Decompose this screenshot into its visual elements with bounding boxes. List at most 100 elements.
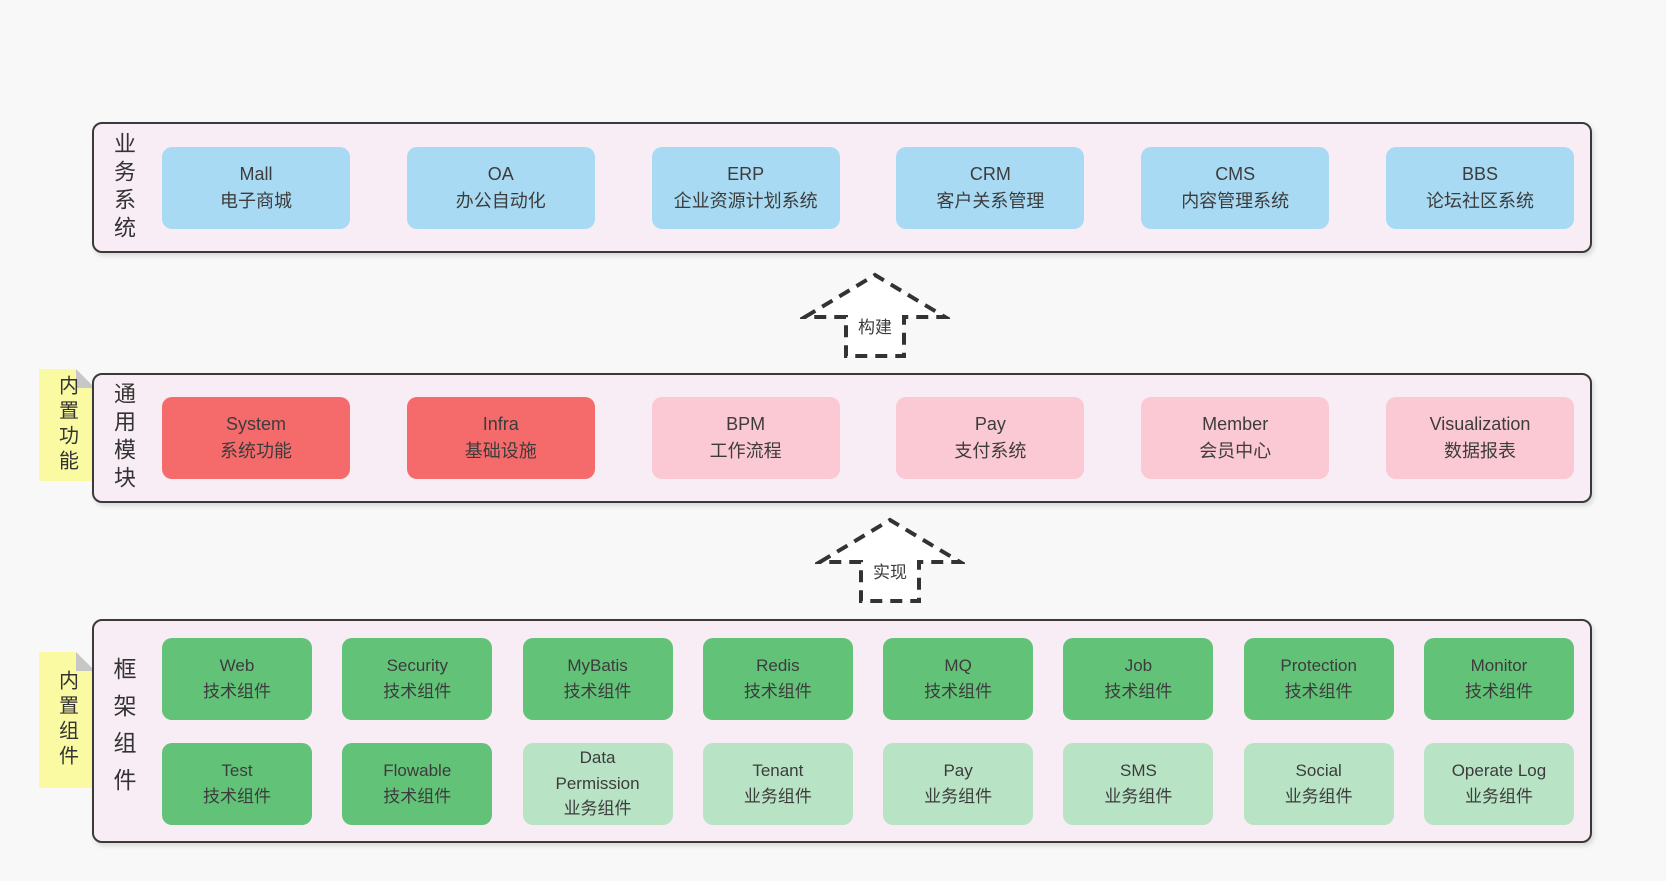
framework-boxes-row-2: Test 技术组件 Flowable 技术组件 Data Permission 业务组件 T… (146, 742, 1590, 825)
module-box-security: Security 技术组件 (342, 637, 493, 720)
arrow-outline (815, 517, 965, 603)
business-boxes-row: Mall 电子商城 OA 办公自动化 ERP 企业资源计划系统 CRM 客户关系管理 CMS 内容… (146, 124, 1590, 251)
box-title: Member (1202, 414, 1269, 434)
common-modules-label: 通用模块 (111, 382, 136, 494)
module-box-pay: Pay 支付系统 (896, 397, 1085, 479)
box-subtitle: 办公自动化 (455, 190, 546, 211)
box-title: Infra (482, 414, 519, 434)
box-subtitle: 支付系统 (954, 441, 1027, 461)
section-business-systems: 业务系统 Mall 电子商城 OA 办公自动化 ERP 企业资源计划系统 CRM 客户关系管理… (92, 122, 1592, 253)
module-box-test: Test 技术组件 (162, 742, 312, 825)
box-title: Tenant (752, 761, 804, 780)
arrow-implement-label: 实现 (873, 563, 907, 582)
box-subtitle: 技术组件 (924, 681, 993, 701)
module-box-oa: OA 办公自动化 (406, 146, 595, 229)
box-subtitle: 业务组件 (1104, 786, 1173, 806)
dashed-up-arrow-icon (815, 517, 965, 603)
box-subtitle: 工作流程 (709, 441, 782, 461)
box-title: CMS (1215, 163, 1256, 184)
box-title: Job (1124, 656, 1153, 675)
module-box-system: System 系统功能 (162, 397, 350, 479)
note-built-in-features: 内置功能 (39, 369, 95, 481)
box-title: Operate Log (1451, 761, 1547, 780)
box-title: Pay (943, 761, 973, 780)
box-subtitle: 业务组件 (563, 799, 632, 819)
box-subtitle: 客户关系管理 (936, 190, 1045, 211)
box-title: Data Permission (555, 748, 640, 793)
box-title: OA (487, 163, 514, 184)
module-box-job: Job 技术组件 (1063, 637, 1214, 720)
box-title: Social (1295, 761, 1342, 780)
note-built-in-components: 内置组件 (39, 652, 95, 788)
box-title: Mall (239, 163, 273, 184)
module-box-crm: CRM 客户关系管理 (896, 146, 1085, 229)
box-subtitle: 技术组件 (1464, 681, 1533, 701)
box-subtitle: 业务组件 (743, 786, 812, 806)
module-box-mybatis: MyBatis 技术组件 (522, 637, 673, 720)
module-box-social: Social 业务组件 (1243, 742, 1394, 825)
box-subtitle: 技术组件 (563, 681, 632, 701)
box-subtitle: 内容管理系统 (1181, 190, 1290, 211)
box-subtitle: 系统功能 (220, 441, 292, 461)
note-built-in-components-label: 内置组件 (55, 670, 78, 770)
box-title: MQ (944, 656, 972, 675)
box-subtitle: 技术组件 (743, 681, 812, 701)
box-title: SMS (1119, 761, 1157, 780)
box-title: CRM (969, 163, 1011, 184)
box-title: Security (386, 656, 448, 675)
box-title: Web (219, 656, 255, 675)
box-subtitle: 技术组件 (203, 681, 271, 701)
arrow-build: 构建 (800, 265, 950, 360)
box-title: ERP (727, 163, 765, 184)
box-title: Protection (1280, 656, 1357, 675)
arrow-outline (800, 272, 950, 358)
sticky-paper (39, 652, 95, 788)
box-title: Pay (974, 414, 1006, 434)
module-box-web: Web 技术组件 (162, 637, 312, 720)
module-box-monitor: Monitor 技术组件 (1423, 637, 1574, 720)
box-subtitle: 会员中心 (1199, 441, 1272, 461)
box-subtitle: 电子商城 (220, 190, 292, 211)
box-title: BBS (1461, 163, 1498, 184)
box-subtitle: 业务组件 (1464, 786, 1533, 806)
box-subtitle: 业务组件 (924, 786, 993, 806)
box-subtitle: 论坛社区系统 (1425, 190, 1534, 211)
module-box-flowable: Flowable 技术组件 (342, 742, 493, 825)
box-title: MyBatis (567, 656, 628, 675)
box-subtitle: 技术组件 (383, 681, 452, 701)
box-title: BPM (726, 414, 766, 434)
box-subtitle: 技术组件 (1104, 681, 1173, 701)
module-box-bbs: BBS 论坛社区系统 (1385, 146, 1574, 229)
module-box-redis: Redis 技术组件 (702, 637, 853, 720)
box-subtitle: 技术组件 (383, 786, 452, 806)
module-box-operate-log: Operate Log 业务组件 (1423, 742, 1574, 825)
module-box-protection: Protection 技术组件 (1243, 637, 1394, 720)
box-subtitle: 技术组件 (203, 786, 271, 806)
box-title: Test (221, 761, 253, 780)
note-built-in-features-label: 内置功能 (55, 375, 78, 475)
module-box-erp: ERP 企业资源计划系统 (651, 146, 840, 229)
module-box-cms: CMS 内容管理系统 (1141, 146, 1330, 229)
box-title: Redis (756, 656, 800, 675)
module-box-data-permission: Data Permission 业务组件 (522, 742, 673, 825)
box-title: Flowable (383, 761, 452, 780)
module-box-sms: SMS 业务组件 (1063, 742, 1214, 825)
module-box-pay: Pay 业务组件 (883, 742, 1034, 825)
box-title: Monitor (1470, 656, 1528, 675)
dashed-up-arrow-icon (800, 272, 950, 358)
module-box-mall: Mall 电子商城 (162, 146, 350, 229)
business-systems-label: 业务系统 (111, 131, 136, 244)
box-subtitle: 企业资源计划系统 (673, 190, 818, 211)
box-subtitle: 业务组件 (1284, 786, 1353, 806)
arrow-implement: 实现 (815, 510, 965, 605)
module-box-member: Member 会员中心 (1141, 397, 1330, 479)
box-subtitle: 技术组件 (1284, 681, 1353, 701)
box-title: System (225, 414, 286, 434)
module-box-mq: MQ 技术组件 (883, 637, 1034, 720)
module-box-bpm: BPM 工作流程 (651, 397, 840, 479)
